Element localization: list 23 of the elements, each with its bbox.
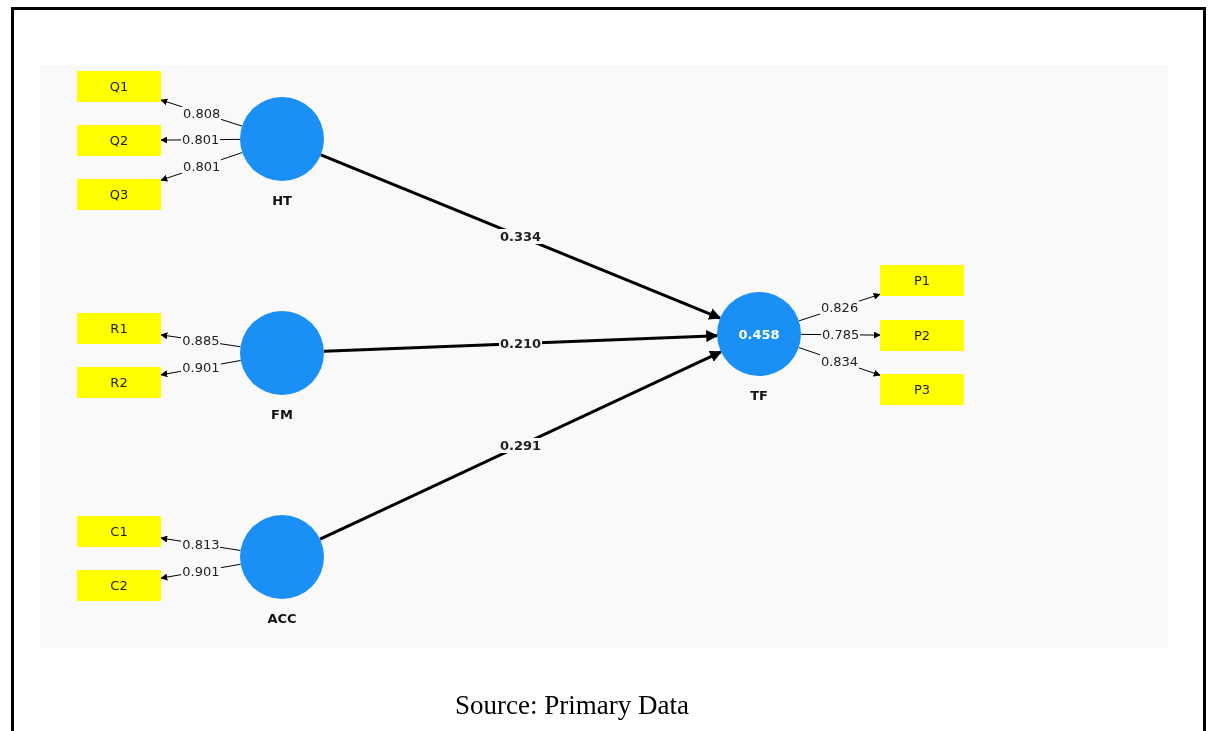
- caption: Source: Primary Data: [455, 690, 689, 721]
- indicator-box: P3: [880, 374, 964, 405]
- loading-value: 0.826: [819, 300, 860, 316]
- indicator-box: Q3: [77, 179, 161, 210]
- path-arrow: [319, 350, 723, 541]
- indicator-box: C2: [77, 570, 161, 601]
- construct-label: HT: [271, 193, 293, 208]
- path-arrow: [323, 330, 719, 353]
- path-coefficient: 0.210: [499, 336, 543, 351]
- indicator-box: Q2: [77, 125, 161, 156]
- indicator-box: C1: [77, 516, 161, 547]
- path-coefficient: 0.334: [499, 229, 543, 244]
- r-squared-value: 0.458: [738, 326, 780, 342]
- indicator-box: R2: [77, 367, 161, 398]
- indicator-box: R1: [77, 313, 161, 344]
- construct-label: TF: [749, 388, 769, 403]
- construct-label: FM: [270, 407, 294, 422]
- construct-label: ACC: [266, 611, 298, 626]
- indicator-box: Q1: [77, 71, 161, 102]
- indicator-box: P1: [880, 265, 964, 296]
- path-coefficient: 0.291: [499, 438, 543, 453]
- indicator-box: P2: [880, 320, 964, 351]
- path-arrow: [320, 153, 722, 320]
